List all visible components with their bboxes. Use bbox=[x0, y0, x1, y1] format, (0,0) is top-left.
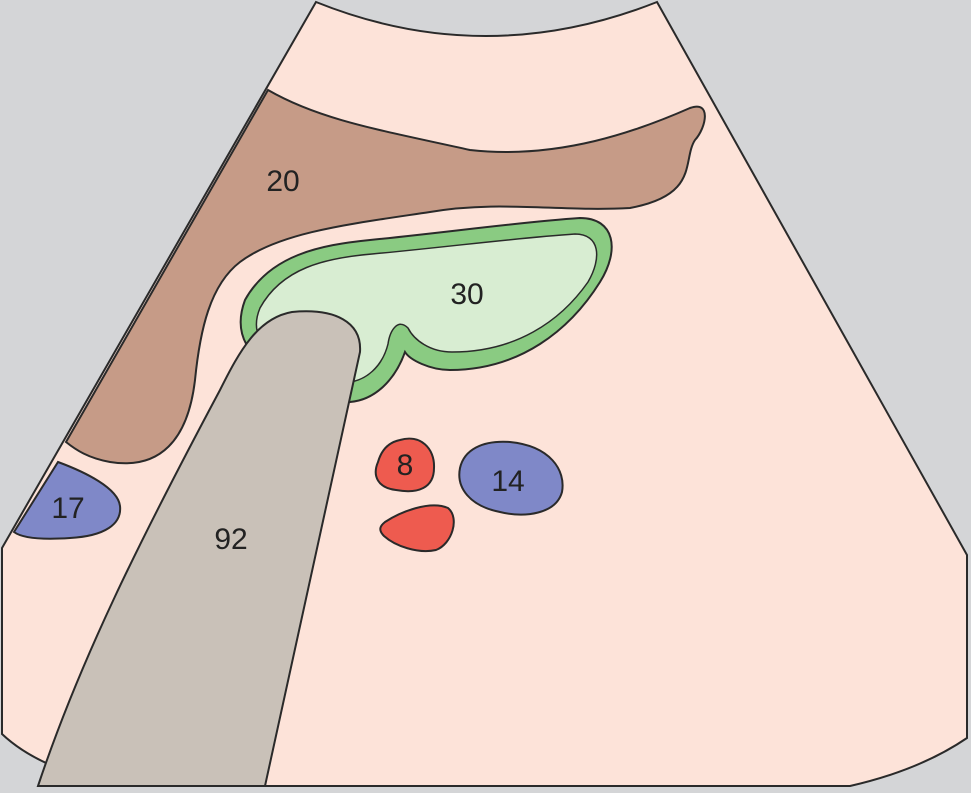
region-14 bbox=[458, 440, 564, 516]
region-92 bbox=[36, 310, 362, 787]
region-8 bbox=[374, 437, 436, 493]
label-14: 14 bbox=[491, 465, 524, 498]
label-92: 92 bbox=[214, 523, 247, 556]
label-20: 20 bbox=[266, 165, 299, 198]
red-structure-lower bbox=[379, 504, 455, 552]
region-20 bbox=[64, 88, 706, 465]
label-30: 30 bbox=[450, 278, 483, 311]
label-17: 17 bbox=[51, 492, 84, 525]
region-17 bbox=[12, 460, 122, 540]
label-8: 8 bbox=[397, 449, 414, 482]
